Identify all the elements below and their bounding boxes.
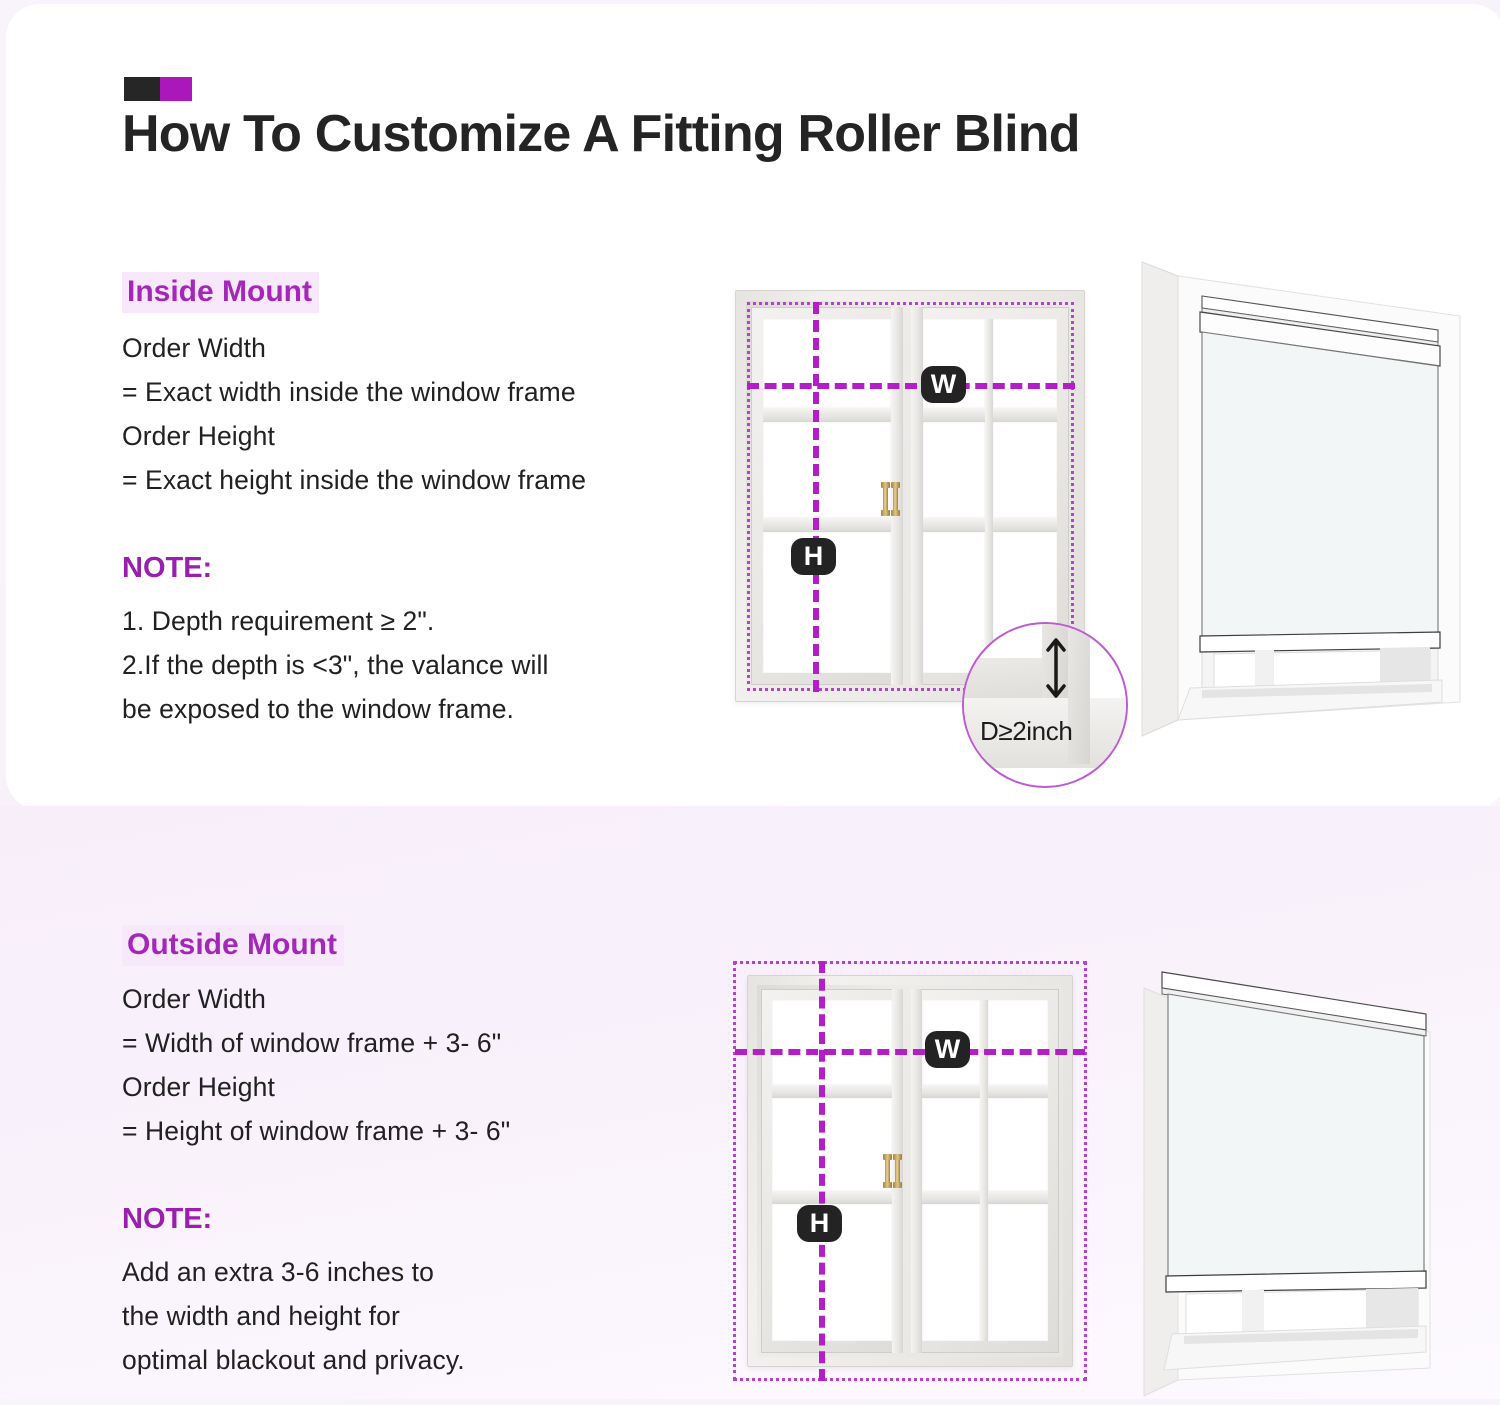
roller-blind-illustration (1141, 261, 1461, 737)
brand-mark-accent-block (160, 77, 192, 101)
inside-mount-line-4: = Exact height inside the window frame (122, 465, 587, 495)
inside-mount-heading: Inside Mount (122, 272, 319, 313)
inside-mount-note-heading: NOTE: (122, 552, 213, 584)
depth-callout-label: D≥2inch (980, 716, 1073, 746)
window-handle-left[interactable] (885, 1158, 890, 1184)
window-pane (772, 1098, 892, 1191)
width-measure-line (735, 1049, 1085, 1055)
outside-mount-line-1: Order Width (122, 984, 266, 1014)
outside-mount-blind-render (1130, 940, 1480, 1400)
inside-mount-measure-boundary (747, 302, 1074, 691)
window-pane (922, 1098, 980, 1191)
outside-mount-line-4: = Height of window frame + 3- 6" (122, 1116, 511, 1146)
outside-mount-window-diagram: W H (733, 961, 1087, 1385)
inside-mount-note-line-1: 1. Depth requirement ≥ 2". (122, 606, 435, 636)
window-mullion (980, 1000, 988, 1341)
depth-callout-circle: D≥2inch (962, 622, 1128, 788)
height-badge: H (797, 1205, 842, 1242)
page-title: How To Customize A Fitting Roller Blind (122, 105, 1081, 163)
window-handle-left[interactable] (883, 486, 888, 512)
outside-mount-note-line-2: the width and height for (122, 1301, 400, 1331)
outside-mount-heading: Outside Mount (122, 925, 344, 966)
outside-mount-note-line-1: Add an extra 3-6 inches to (122, 1257, 434, 1287)
window-pane (922, 1204, 980, 1341)
window-mullion (763, 518, 891, 532)
brand-mark-dark-block (124, 77, 160, 101)
window-pane (988, 1000, 1048, 1085)
inside-mount-note-line-2: 2.If the depth is <3", the valance will (122, 650, 549, 680)
window-handle-cap (893, 1154, 902, 1160)
window-pane (923, 422, 985, 518)
sill-front-face (964, 698, 1126, 768)
window-mullion (772, 1085, 892, 1098)
width-measure-line (747, 383, 1075, 389)
outside-mount-measure-boundary (733, 961, 1087, 1381)
window-meeting-stile (911, 307, 923, 685)
height-measure-line (819, 961, 825, 1381)
window-pane (988, 1098, 1048, 1191)
window-pane (988, 1204, 1048, 1341)
window-handle-cap (891, 510, 900, 516)
window-pane (763, 422, 891, 518)
inside-mount-line-2: = Exact width inside the window frame (122, 377, 576, 407)
outside-mount-note-line-3: optimal blackout and privacy. (122, 1345, 465, 1375)
depth-arrow-icon (1046, 638, 1066, 698)
inside-mount-blind-render (1130, 250, 1480, 750)
window-handle-right[interactable] (895, 1158, 900, 1184)
window-pane (993, 319, 1057, 408)
outside-mount-line-3: Order Height (122, 1072, 275, 1102)
height-badge: H (791, 538, 836, 575)
width-badge: W (925, 1031, 970, 1068)
height-measure-line (813, 302, 819, 692)
window-jamb (1068, 624, 1090, 764)
window-mullion (985, 319, 993, 673)
inside-mount-line-3: Order Height (122, 421, 275, 451)
window-mullion (772, 1191, 892, 1204)
window-handle-cap (881, 482, 890, 488)
window-pane (772, 1000, 892, 1085)
window-pane (763, 319, 891, 408)
window-handle-cap (893, 1182, 902, 1188)
window-pane (993, 422, 1057, 518)
outside-mount-note-heading: NOTE: (122, 1203, 213, 1235)
outside-mount-line-2: = Width of window frame + 3- 6" (122, 1028, 502, 1058)
window-handle-cap (883, 1154, 892, 1160)
window-meeting-stile (911, 989, 922, 1353)
roller-blind-illustration (1143, 971, 1431, 1397)
width-badge: W (921, 366, 966, 403)
window-handle-cap (883, 1182, 892, 1188)
window-mullion (763, 408, 891, 422)
window-handle-right[interactable] (893, 486, 898, 512)
window-handle-cap (891, 482, 900, 488)
window-pane (923, 532, 985, 673)
brand-mark (124, 77, 192, 101)
inside-mount-note-line-3: be exposed to the window frame. (122, 694, 514, 724)
inside-mount-line-1: Order Width (122, 333, 266, 363)
window-handle-cap (881, 510, 890, 516)
